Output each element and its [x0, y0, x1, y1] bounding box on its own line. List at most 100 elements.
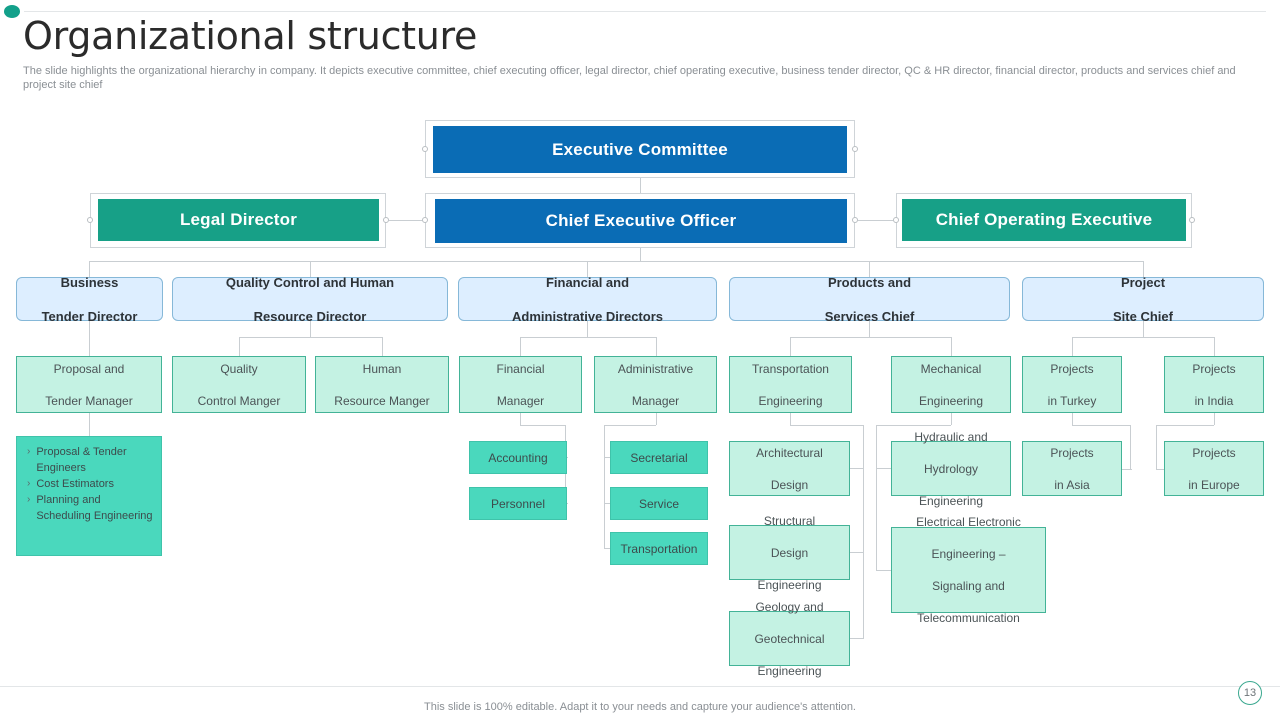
node-tender-team-list[interactable]: › Proposal & Tender Engineers › Cost Est… — [16, 436, 162, 556]
connector-line — [1072, 425, 1130, 426]
connector-line — [790, 337, 951, 338]
node-projects-in-europe[interactable]: Projects in Europe — [1164, 441, 1264, 496]
node-label-line2: Resource Manger — [334, 393, 430, 408]
node-human-resource-manger[interactable]: Human Resource Manger — [315, 356, 449, 413]
node-label: Structural Design Engineering — [730, 513, 849, 593]
connector-line — [869, 261, 870, 277]
connector-line — [520, 337, 656, 338]
connector-line — [1156, 425, 1157, 469]
header-divider — [24, 11, 1266, 12]
connector-line — [239, 337, 382, 338]
node-label: Project Site Chief — [1023, 274, 1263, 325]
node-executive-committee[interactable]: Executive Committee — [433, 126, 847, 173]
node-transportation[interactable]: Transportation — [610, 532, 708, 565]
node-label-line1: Hydraulic and — [914, 429, 988, 444]
node-label: Transportation — [620, 541, 698, 556]
node-products-services-chief[interactable]: Products and Services Chief — [729, 275, 1010, 324]
node-label: Financial Manager — [460, 361, 581, 409]
node-project-site-chief[interactable]: Project Site Chief — [1022, 275, 1264, 324]
node-secretarial[interactable]: Secretarial — [610, 441, 708, 474]
list-item: › Planning and Scheduling Engineering — [27, 492, 155, 524]
node-label: Products and Services Chief — [730, 274, 1009, 325]
connector-line — [656, 337, 657, 356]
node-label-line1: Projects — [1050, 445, 1094, 460]
node-label-line1: Mechanical — [920, 361, 982, 376]
node-structural-design-engineering[interactable]: Structural Design Engineering — [729, 514, 850, 592]
list-item-label: Planning and Scheduling Engineering — [36, 494, 153, 522]
node-chief-operating-executive[interactable]: Chief Operating Executive — [902, 199, 1186, 241]
node-qc-hr-director[interactable]: Quality Control and Human Resource Direc… — [172, 275, 448, 324]
connector-line — [89, 321, 90, 356]
footer-divider — [0, 686, 1280, 687]
node-label: Administrative Manager — [595, 361, 716, 409]
node-label-line2: Control Manger — [197, 393, 281, 408]
node-label-line2: Engineering — [918, 393, 984, 408]
node-quality-control-manger[interactable]: Quality Control Manger — [172, 356, 306, 413]
node-hydraulic-hydrology-engineering[interactable]: Hydraulic and Hydrology Engineering — [891, 430, 1011, 508]
node-label-line4: Telecommunication — [917, 611, 1020, 625]
node-proposal-tender-manager[interactable]: Proposal and Tender Manager — [16, 356, 162, 413]
node-projects-in-india[interactable]: Projects in India — [1164, 356, 1264, 413]
connector-line — [876, 570, 892, 571]
node-label: Executive Committee — [552, 139, 728, 159]
node-label: Electrical Electronic Engineering – Sign… — [892, 514, 1045, 626]
node-financial-administrative-directors[interactable]: Financial and Administrative Directors — [458, 275, 717, 324]
connector-line — [850, 552, 864, 553]
node-label: Hydraulic and Hydrology Engineering — [892, 429, 1010, 509]
node-service[interactable]: Service — [610, 487, 708, 520]
connector-line — [1214, 413, 1215, 425]
node-chief-executive-officer[interactable]: Chief Executive Officer — [435, 199, 847, 243]
connector-line — [89, 261, 90, 277]
node-financial-manager[interactable]: Financial Manager — [459, 356, 582, 413]
node-label-line1: Geology and — [755, 599, 824, 614]
node-business-tender-director[interactable]: Business Tender Director — [16, 275, 163, 324]
node-geology-geotechnical-engineering[interactable]: Geology and Geotechnical Engineering — [729, 600, 850, 678]
page-subtitle: The slide highlights the organizational … — [23, 65, 1236, 91]
node-label-line1: Products and — [827, 274, 912, 290]
node-label-line2: Hydrology — [923, 461, 979, 476]
list-item-label: Cost Estimators — [36, 478, 114, 490]
connector-line — [869, 321, 870, 337]
chevron-right-icon: › — [27, 478, 31, 489]
connector-line — [1072, 337, 1214, 338]
connector-knob — [422, 217, 428, 223]
list-item: › Proposal & Tender Engineers — [27, 444, 155, 476]
node-architectural-design[interactable]: Architectural Design — [729, 441, 850, 496]
connector-line — [876, 468, 892, 469]
node-label-line2: Engineering – — [931, 547, 1006, 561]
connector-line — [876, 425, 877, 570]
connector-line — [587, 321, 588, 337]
node-label-line1: Project — [1120, 274, 1166, 290]
node-electrical-electronic-engineering[interactable]: Electrical Electronic Engineering – Sign… — [891, 515, 1046, 625]
node-accounting[interactable]: Accounting — [469, 441, 567, 474]
node-label: Personnel — [490, 496, 546, 511]
connector-line — [850, 468, 864, 469]
connector-line — [587, 261, 588, 277]
node-label-line1: Proposal and — [53, 361, 125, 376]
connector-line — [310, 321, 311, 337]
node-label-line2: Administrative Directors — [512, 308, 663, 324]
node-administrative-manager[interactable]: Administrative Manager — [594, 356, 717, 413]
connector-line — [1156, 469, 1166, 470]
node-projects-in-asia[interactable]: Projects in Asia — [1022, 441, 1122, 496]
node-label: Projects in Europe — [1165, 445, 1263, 493]
list-item: › Cost Estimators — [27, 476, 155, 492]
connector-line — [858, 220, 893, 221]
node-mechanical-engineering[interactable]: Mechanical Engineering — [891, 356, 1011, 413]
node-label: Projects in Turkey — [1023, 361, 1121, 409]
page-title: Organizational structure — [23, 14, 478, 58]
node-label-line1: Projects — [1192, 445, 1236, 460]
chevron-right-icon: › — [27, 494, 31, 505]
node-personnel[interactable]: Personnel — [469, 487, 567, 520]
connector-line — [790, 413, 791, 425]
node-label-line2: Site Chief — [1113, 308, 1173, 324]
connector-line — [1130, 425, 1131, 469]
node-transportation-engineering[interactable]: Transportation Engineering — [729, 356, 852, 413]
node-legal-director[interactable]: Legal Director — [98, 199, 379, 241]
node-label-line1: Administrative — [617, 361, 694, 376]
node-label-line2: Design — [770, 545, 809, 560]
node-label: Proposal and Tender Manager — [17, 361, 161, 409]
connector-line — [604, 457, 612, 458]
node-projects-in-turkey[interactable]: Projects in Turkey — [1022, 356, 1122, 413]
